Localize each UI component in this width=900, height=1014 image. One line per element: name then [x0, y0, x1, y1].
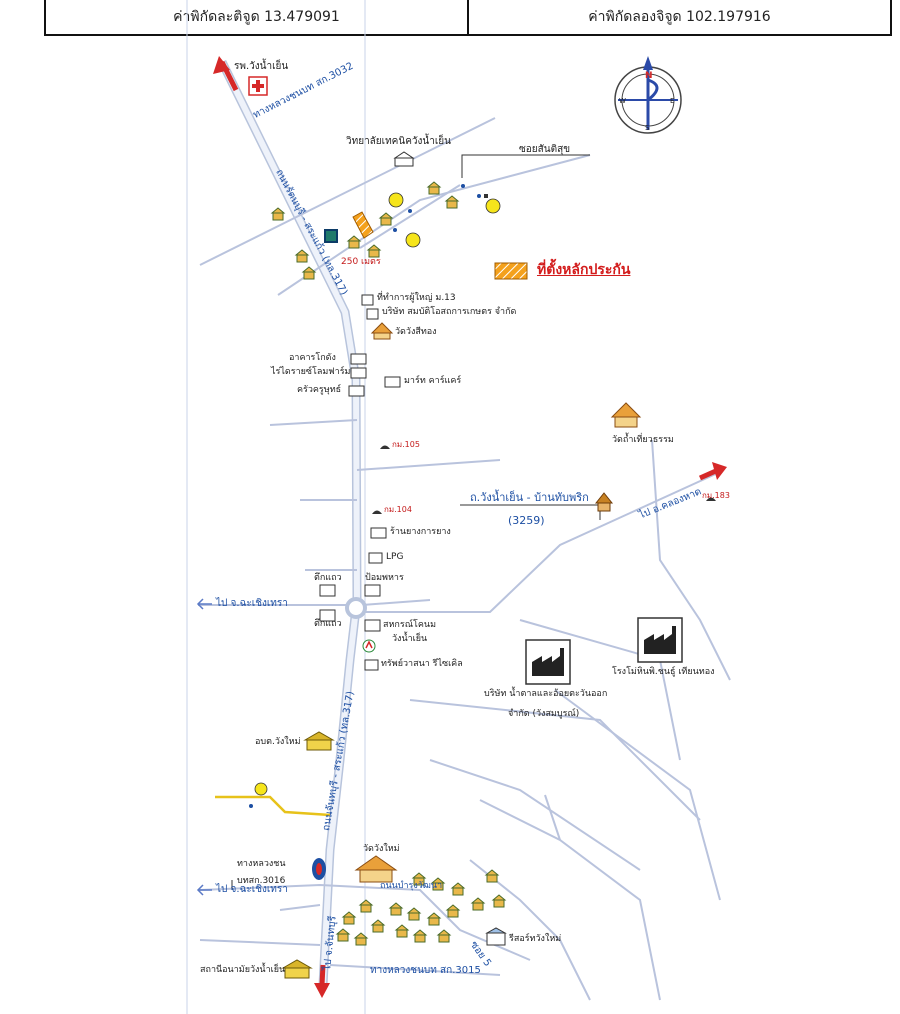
- label-mart: มาร์ท คาร์แคร์: [404, 376, 462, 386]
- label-wat-wangsithong: วัดวังสีทอง: [395, 327, 437, 337]
- label-hospital: รพ.วังน้ำเย็น: [234, 61, 289, 72]
- label-kodang: อาคารโกดัง: [289, 353, 336, 363]
- hospital-icon: [248, 76, 268, 96]
- label-health: สถานีอนามัยวังน้ำเย็น: [200, 965, 286, 975]
- roundabout: [345, 597, 367, 619]
- gas-station-icon: [312, 858, 326, 880]
- arrow-west-2: [196, 884, 212, 896]
- label-distance: 250 เมตร: [341, 257, 381, 267]
- label-sugar-1: บริษัท น้ำตาลและอ้อยตะวันออก: [484, 689, 608, 699]
- label-to-chachoengsao-1: ไป จ.ฉะเชิงเทรา: [216, 598, 288, 609]
- yellow-road: [215, 795, 331, 817]
- label-college: วิทยาลัยเทคนิควังน้ำเย็น: [346, 136, 451, 147]
- label-road-3259: ถ.วังน้ำเย็น - บ้านทับพริก: [470, 491, 589, 504]
- label-rural-3015: ทางหลวงชนบท สก.3015: [370, 965, 481, 976]
- yellow-marker: [388, 192, 404, 208]
- arrow-south: [314, 964, 330, 998]
- legend-label: ที่ตั้งหลักประกัน: [537, 262, 631, 278]
- yellow-marker: [485, 198, 501, 214]
- arrow-west-1: [196, 598, 212, 610]
- factory-icon: [637, 617, 683, 663]
- sao-building-icon: [303, 731, 335, 751]
- label-kanchana-road: ถนนบำรุงวัฒนา: [380, 881, 443, 891]
- svg-text:S: S: [645, 124, 650, 132]
- label-shophouse-1: ตึกแถว: [314, 573, 342, 583]
- arrow-north: [213, 56, 239, 92]
- label-sugar-2: จำกัด (วังสมบูรณ์): [508, 709, 580, 719]
- label-wat-wangmai: วัดวังใหม่: [363, 844, 400, 854]
- km-marker-icon: [380, 445, 390, 449]
- label-khrua: ครัวครูษุทธ์: [297, 385, 342, 395]
- label-rural-3016-b: บทสก.3016: [237, 876, 286, 886]
- temple-icon-wangsithong: [370, 322, 394, 340]
- label-resort: รีสอร์ทวังใหม่: [509, 934, 562, 944]
- factory-icon: [525, 639, 571, 685]
- collateral-site-marker[interactable]: [352, 211, 374, 239]
- label-village-office: ที่ทำการผู้ใหญ่ ม.13: [377, 293, 456, 303]
- yellow-marker: [405, 232, 421, 248]
- km-marker-icon: [706, 497, 716, 501]
- place-boxes: [319, 294, 401, 671]
- soi-pointer: [461, 154, 590, 178]
- label-police: ป้อมพหาร: [365, 573, 404, 583]
- longitude-value: ค่าพิกัดลองจิจูด 102.197916: [467, 0, 890, 34]
- label-rubber-shop: ร้านยางการยาง: [390, 527, 451, 537]
- label-lpg: LPG: [386, 552, 404, 562]
- label-road-3259-num: (3259): [508, 514, 545, 527]
- label-farm: ไร่ไดรายซ์โลมฟาร์ม: [271, 367, 351, 377]
- house-icons: [270, 181, 507, 946]
- compass-icon: N S E W: [614, 56, 682, 134]
- label-rural-3016-a: ทางหลวงชน: [237, 859, 286, 869]
- label-sao: อบต.วังใหม่: [255, 737, 301, 747]
- svg-text:N: N: [645, 71, 653, 81]
- pump-icon: [324, 229, 338, 243]
- temple-icon-wangmai: [354, 855, 398, 883]
- shrine-icon: [594, 492, 614, 512]
- yellow-markers: [254, 192, 501, 796]
- svg-text:W: W: [619, 97, 626, 105]
- highway-317: [217, 60, 362, 986]
- label-recycle: ทรัพย์วาสนา รีไซเคิล: [381, 659, 463, 669]
- side-roads: [198, 117, 731, 1001]
- arrow-east: [698, 462, 727, 481]
- label-shophouse-2: ตึกแถว: [314, 619, 342, 629]
- recycle-icon: [362, 639, 376, 653]
- label-coop-2: วังน้ำเย็น: [392, 634, 428, 644]
- resort-icon: [485, 927, 507, 946]
- label-km-183: กม.183: [702, 491, 730, 500]
- label-km-104: กม.104: [384, 505, 412, 514]
- label-to-chachoengsao-2: ไป จ.ฉะเชิงเทรา: [216, 884, 288, 895]
- yellow-marker: [254, 782, 268, 796]
- label-soi-santisuk: ซอยสันติสุข: [519, 144, 571, 155]
- legend-swatch: [494, 262, 528, 280]
- health-station-icon: [281, 959, 313, 979]
- km-marker-icon: [372, 510, 382, 514]
- college-icon: [393, 151, 415, 167]
- label-wat-tham: วัดถ้ำเที่ยวธรรม: [612, 435, 674, 445]
- label-factory-2: โรงโม่หินพิ.ชนธู์ เทียนทอง: [612, 667, 715, 677]
- label-coop: สหกรณ์โคนม: [383, 620, 436, 630]
- blue-dots: [249, 184, 481, 808]
- latitude-value: ค่าพิกัดละติจูด 13.479091: [173, 9, 340, 25]
- label-km-105: กม.105: [392, 440, 420, 449]
- coordinates-header: ค่าพิกัดละติจูด 13.479091 ค่าพิกัดลองจิจ…: [44, 0, 892, 36]
- svg-text:E: E: [670, 97, 674, 105]
- temple-icon-tham: [610, 402, 642, 428]
- label-agri-company: บริษัท สมบัติโอสถการเกษตร จำกัด: [382, 307, 517, 317]
